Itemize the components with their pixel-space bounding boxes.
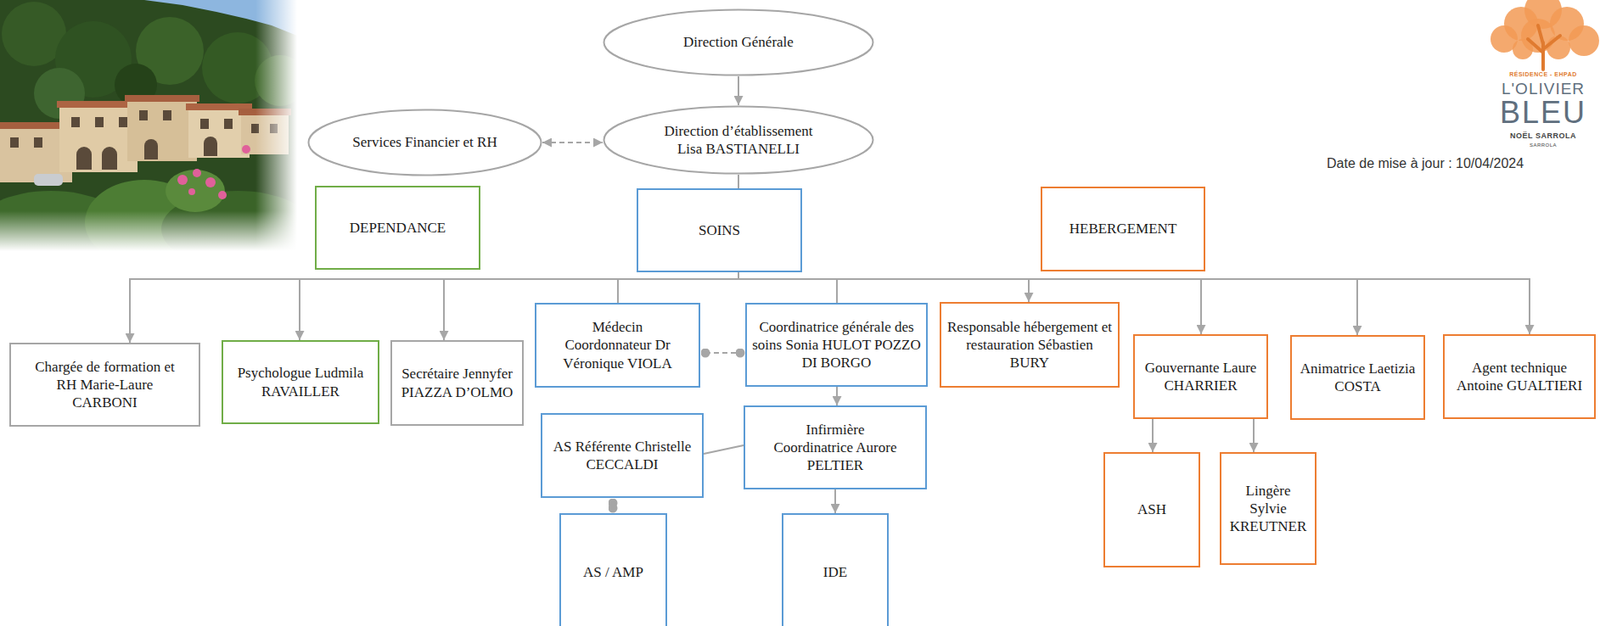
org-box: AS / AMP (559, 513, 668, 626)
node-text: Lingère Sylvie KREUTNER (1226, 482, 1310, 537)
connector (611, 503, 614, 509)
org-box: IDE (781, 513, 889, 626)
node-text: Gouvernante Laure CHARRIER (1139, 359, 1262, 396)
node-text: Animatrice Laetizia COSTA (1296, 359, 1419, 397)
logo-tree (1487, 0, 1600, 77)
org-box: Coordinatrice générale des soins Sonia H… (745, 303, 928, 388)
ellipse-node: Direction d’établissement Lisa BASTIANEL… (602, 105, 875, 175)
node-text: Services Financier et RH (352, 133, 497, 152)
node-text: ASH (1137, 500, 1167, 519)
node-text: Psychologue Ludmila RAVAILLER (228, 364, 373, 401)
connector (737, 76, 740, 106)
logo-text: RÉSIDENCE - EHPAD (1509, 71, 1578, 79)
org-box: Animatrice Laetizia COSTA (1290, 335, 1426, 421)
ellipse-node: Direction Générale (602, 8, 875, 77)
node-text: Coordinatrice générale des soins Sonia H… (752, 318, 921, 373)
org-box: Gouvernante Laure CHARRIER (1133, 334, 1269, 420)
logo-text: BLEU (1499, 95, 1587, 130)
node-text: DEPENDANCE (349, 218, 446, 237)
node-text: AS / AMP (583, 563, 644, 582)
org-box: Secrétaire Jennyfer PIAZZA D’OLMO (390, 340, 524, 427)
node-text: AS Référente Christelle CECCALDI (547, 437, 697, 475)
connector (836, 387, 838, 406)
org-box: SOINS (636, 188, 803, 273)
node-text: IDE (823, 563, 848, 582)
connector (1151, 419, 1154, 453)
connector (705, 352, 741, 354)
org-box: Responsable hébergement et restauration … (939, 302, 1120, 388)
node-text: Médecin Coordonnateur Dr Véronique VIOLA (548, 318, 687, 373)
org-box: HEBERGEMENT (1040, 186, 1206, 272)
connector (703, 445, 744, 455)
logo-text: SARROLA (1529, 142, 1557, 149)
org-box: Médecin Coordonnateur Dr Véronique VIOLA (534, 303, 701, 388)
org-box: Infirmière Coordinatrice Aurore PELTIER (743, 405, 927, 490)
node-text: Agent technique Antoine GUALTIERI (1449, 359, 1589, 396)
logo-text: NOËL SARROLA (1510, 132, 1577, 141)
org-box: ASH (1103, 452, 1201, 568)
hillside (0, 0, 298, 252)
node-text: SOINS (698, 221, 741, 240)
node-text: HEBERGEMENT (1069, 219, 1178, 238)
update-date: Date de mise à jour : 10/04/2024 (1326, 156, 1524, 172)
ellipse-outline (602, 105, 875, 175)
node-text: Direction d’établissement Lisa BASTIANEL… (650, 122, 827, 159)
node-text: Direction Générale (683, 33, 794, 51)
org-box: AS Référente Christelle CECCALDI (540, 413, 704, 499)
node-text: Secrétaire Jennyfer PIAZZA D’OLMO (397, 364, 517, 402)
photo-illustration (0, 0, 298, 252)
org-box: Psychologue Ludmila RAVAILLER (221, 340, 380, 425)
node-text: Responsable hébergement et restauration … (946, 318, 1113, 373)
connector (834, 489, 837, 514)
connector (542, 141, 603, 144)
node-text: Infirmière Coordinatrice Aurore PELTIER (770, 421, 900, 476)
org-box: DEPENDANCE (314, 185, 481, 270)
org-box: Chargée de formation et RH Marie-Laure C… (9, 342, 201, 427)
org-box: Agent technique Antoine GUALTIERI (1442, 334, 1596, 420)
ellipse-node: Services Financier et RH (307, 108, 543, 177)
node-text: Chargée de formation et RH Marie-Laure C… (26, 358, 184, 413)
org-box: Lingère Sylvie KREUTNER (1219, 452, 1317, 566)
connector (1252, 419, 1255, 453)
